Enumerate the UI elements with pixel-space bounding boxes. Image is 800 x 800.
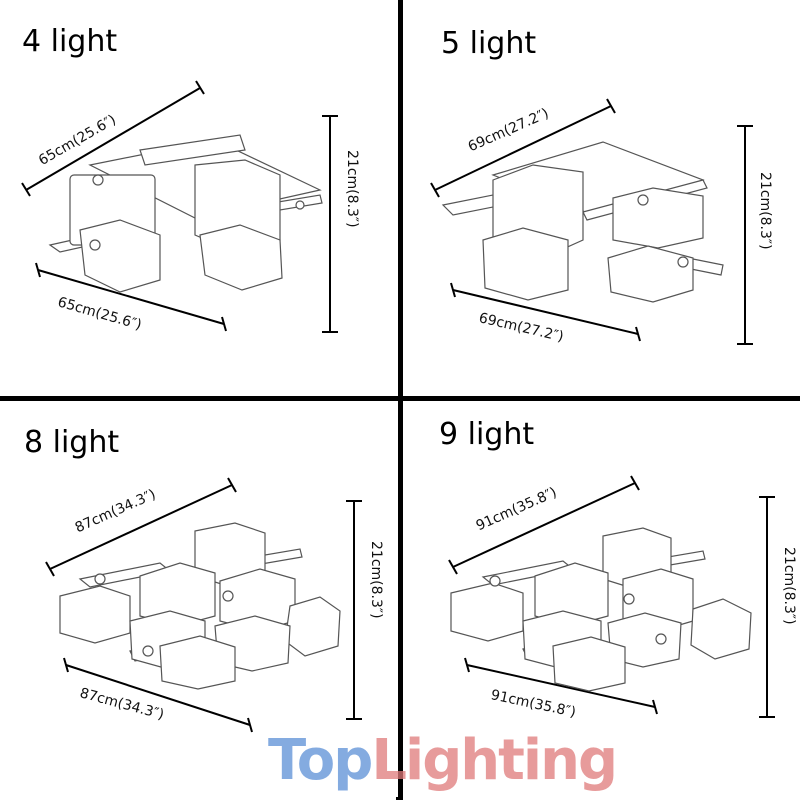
dimension-line-top [434,105,612,191]
brand-watermark: TopLighting [268,728,618,793]
dimension-line-top [452,482,636,568]
dimension-line-bottom [65,664,251,726]
dimension-line-bottom [466,664,656,708]
dimension-line-bottom [452,289,639,335]
dimension-line-top [25,87,201,191]
panel-5-light: 5 light 69cm(27.2″) 69cm(27.2″) 21cm(8.3… [403,0,800,396]
brand-part-top: Top [268,728,373,793]
brand-part-lighting: Lighting [371,728,618,793]
dimension-line-top [49,484,233,570]
dimension-label-height: 21cm(8.3″) [757,172,773,250]
dimension-label-height: 21cm(8.3″) [368,541,384,619]
fixture-sketch-5-light [430,98,753,345]
panel-4-light: 4 light 65cm(25.6″) 65cm(25.6″) 21cm(8.3… [0,0,398,396]
panel-title: 8 light [24,425,120,460]
fixture-sketch-8-light [45,477,362,733]
fixture-sketch-4-light [21,80,338,333]
dimension-line-bottom [37,269,225,325]
dimension-label-height: 21cm(8.3″) [781,547,797,625]
panel-8-light: 8 light 87cm(34.3″) 87cm(34.3″) 21cm(8.3… [0,401,398,797]
dimension-label-height: 21cm(8.3″) [344,150,360,228]
panel-title: 9 light [439,417,535,452]
panel-title: 4 light [22,24,118,59]
panel-9-light: 9 light 91cm(35.8″) 91cm(35.8″) 21cm(8.3… [403,401,800,797]
fixture-sketch-9-light [448,475,775,718]
panel-title: 5 light [441,26,537,61]
divider-horizontal [0,394,800,401]
